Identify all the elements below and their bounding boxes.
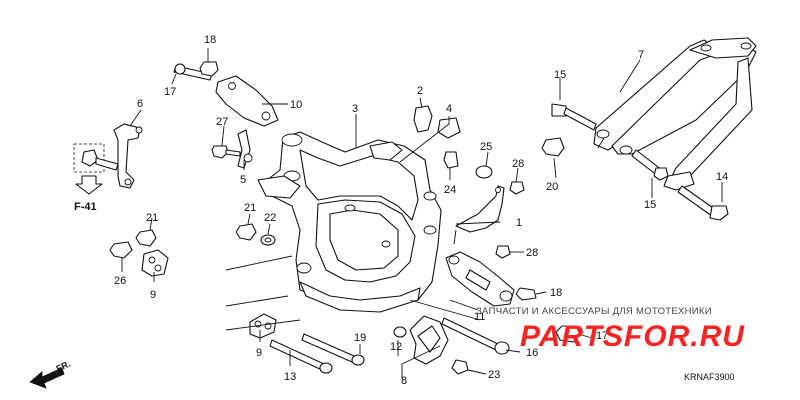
bolt-14 — [677, 185, 729, 221]
bolt-f41 — [73, 143, 119, 173]
callout-28a: 28 — [512, 158, 524, 170]
callout-24: 24 — [444, 184, 456, 196]
nut-18-top — [199, 61, 219, 77]
callouts: 1 2 3 4 5 6 7 8 9 9 10 11 12 13 14 15 15… — [114, 34, 728, 387]
watermark-brand: PARTSFOR.RU — [520, 320, 745, 353]
skid-plate-8 — [409, 315, 449, 365]
bolt-27 — [211, 145, 241, 159]
callout-11: 11 — [474, 311, 485, 323]
callout-14: 14 — [716, 171, 728, 183]
engine-hanger-10 — [215, 75, 279, 127]
f41-label: F-41 — [74, 201, 97, 213]
callout-6: 6 — [137, 98, 143, 110]
callout-1: 1 — [516, 217, 522, 229]
callout-8: 8 — [401, 375, 407, 387]
callout-12: 12 — [390, 341, 402, 353]
collar-24 — [443, 151, 459, 169]
diagram-code: KRNAF3900 — [684, 372, 735, 382]
bolt-28-bottom — [495, 245, 511, 259]
front-label: FR. — [55, 359, 72, 374]
callout-27: 27 — [216, 116, 228, 128]
nut-21-mid — [235, 223, 257, 241]
callout-3: 3 — [352, 103, 358, 115]
nut-20 — [541, 137, 565, 157]
bolt-23 — [451, 359, 469, 375]
nut-17-right — [555, 325, 581, 343]
callout-21b: 21 — [244, 202, 256, 214]
callout-23: 23 — [488, 369, 500, 381]
subframe — [593, 37, 757, 191]
leader-lines — [121, 48, 723, 378]
engine-mount-11 — [445, 251, 515, 307]
bracket-1 — [455, 185, 505, 233]
callout-4: 4 — [446, 103, 452, 115]
bolt-13 — [269, 339, 333, 374]
callout-5: 5 — [240, 174, 246, 186]
callout-9b: 9 — [150, 289, 156, 301]
callout-16: 16 — [526, 347, 538, 359]
bolt-18-right — [515, 287, 537, 301]
callout-25: 25 — [480, 141, 492, 153]
bolt-15-bottom — [631, 149, 669, 181]
callout-28b: 28 — [526, 247, 538, 259]
callout-21a: 21 — [146, 212, 158, 224]
callout-15b: 15 — [644, 199, 656, 211]
callout-26: 26 — [114, 275, 126, 287]
callout-19: 19 — [354, 332, 366, 344]
cap-25 — [475, 165, 493, 179]
grommet-2 — [413, 105, 433, 133]
collar-12 — [393, 326, 407, 338]
callout-18a: 18 — [204, 34, 216, 46]
callout-22: 22 — [264, 212, 276, 224]
callout-9a: 9 — [256, 347, 262, 359]
bolt-28-top — [509, 181, 525, 195]
bolt-16 — [441, 317, 510, 355]
connector-4 — [437, 117, 461, 139]
front-indicator: FR. — [29, 359, 72, 389]
bracket-6 — [113, 123, 143, 189]
nut-26 — [109, 241, 133, 259]
callout-18b: 18 — [550, 287, 562, 299]
callout-17b: 17 — [596, 330, 608, 342]
bracket-9-upper — [141, 249, 169, 277]
callout-10: 10 — [290, 99, 302, 111]
callout-20: 20 — [546, 181, 558, 193]
callout-7: 7 — [638, 49, 644, 61]
watermark: ЗАПЧАСТИ И АКСЕССУАРЫ ДЛЯ МОТОТЕХНИКИ PA… — [476, 306, 745, 353]
washer-22 — [260, 234, 276, 246]
bolt-15-top — [551, 103, 597, 131]
callout-15a: 15 — [554, 69, 566, 81]
clip-5 — [237, 129, 253, 169]
bolt-19 — [301, 333, 365, 366]
callout-2: 2 — [417, 85, 423, 97]
bolt-17-top — [173, 63, 213, 81]
nut-21-left — [135, 229, 157, 247]
f41-reference: F-41 — [74, 175, 103, 213]
main-frame — [257, 131, 442, 313]
callout-17a: 17 — [164, 86, 176, 98]
watermark-tagline: ЗАПЧАСТИ И АКСЕССУАРЫ ДЛЯ МОТОТЕХНИКИ — [476, 306, 712, 317]
callout-13: 13 — [284, 371, 296, 383]
